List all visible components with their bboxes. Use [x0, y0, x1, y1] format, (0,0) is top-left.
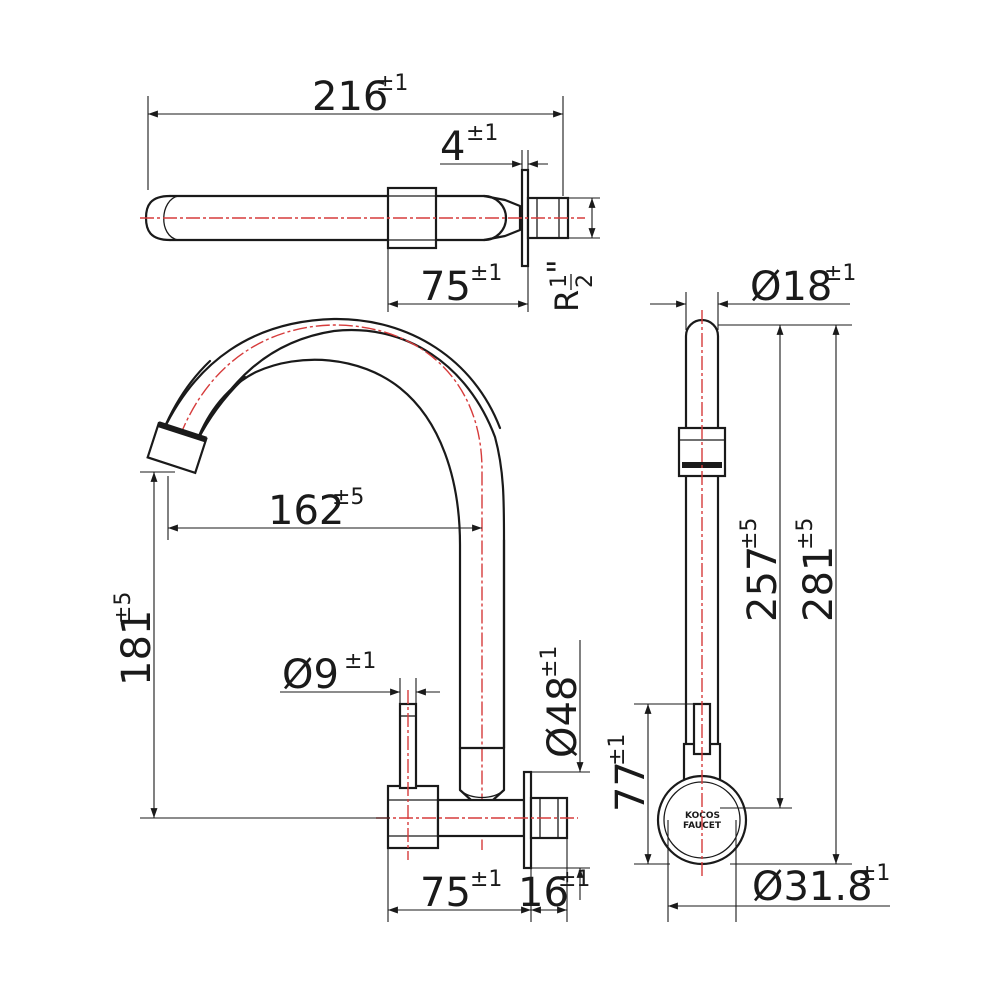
dim-162-tol: ±5 — [332, 485, 364, 510]
dim-257-value: 257 — [740, 546, 786, 622]
dim-281-value: 281 — [796, 546, 842, 622]
dim-48-tol: ±1 — [537, 646, 562, 678]
dim-77-tol: ±1 — [605, 734, 630, 766]
dim-31-8-value: Ø31.8 — [752, 864, 873, 910]
dim-162-value: 162 — [268, 488, 344, 534]
side-view: KOCOS FAUCET Ø18 ±1 257 ±5 281 ±5 — [605, 261, 890, 922]
dim-31-8-tol: ±1 — [858, 861, 890, 886]
top-view: 216 ±1 4 ±1 75 ±1 R 1 2 " — [140, 71, 600, 312]
aerator — [146, 421, 208, 475]
dim-75-front-value: 75 — [420, 870, 471, 916]
dim-181-value: 181 — [114, 610, 160, 686]
dim-281-tol: ±5 — [793, 518, 818, 550]
thread-unit: " — [540, 259, 578, 274]
dim-16-value: 16 — [518, 870, 569, 916]
dim-77-value: 77 — [608, 761, 654, 812]
dim-75-top-value: 75 — [420, 264, 471, 310]
spout-outer — [195, 328, 506, 750]
dim-4-value: 4 — [440, 124, 465, 170]
dim-18-value: Ø18 — [750, 264, 832, 310]
dim-216-value: 216 — [312, 74, 388, 120]
thread-numerator: 1 — [547, 274, 572, 288]
front-view: 162 ±5 181 ±5 Ø9 ±1 Ø48 ±1 75 ±1 — [111, 317, 590, 922]
thread-prefix: R — [548, 290, 586, 312]
dim-257-tol: ±5 — [737, 518, 762, 550]
thread-label: R 1 2 " — [540, 259, 598, 312]
dim-16-tol: ±1 — [558, 867, 590, 892]
dim-9-tol: ±1 — [344, 649, 376, 674]
valve-body — [386, 784, 440, 850]
dim-18-tol: ±1 — [824, 261, 856, 286]
dim-48-value: Ø48 — [540, 676, 586, 758]
dim-75-top-tol: ±1 — [470, 261, 502, 286]
spout-inner — [161, 317, 502, 433]
thread-denominator: 2 — [573, 274, 598, 288]
dim-216-tol: ±1 — [376, 71, 408, 96]
dim-75-front-tol: ±1 — [470, 867, 502, 892]
dim-4-tol: ±1 — [466, 121, 498, 146]
dim-181-tol: ±5 — [111, 592, 136, 624]
dim-9-value: Ø9 — [282, 652, 339, 698]
